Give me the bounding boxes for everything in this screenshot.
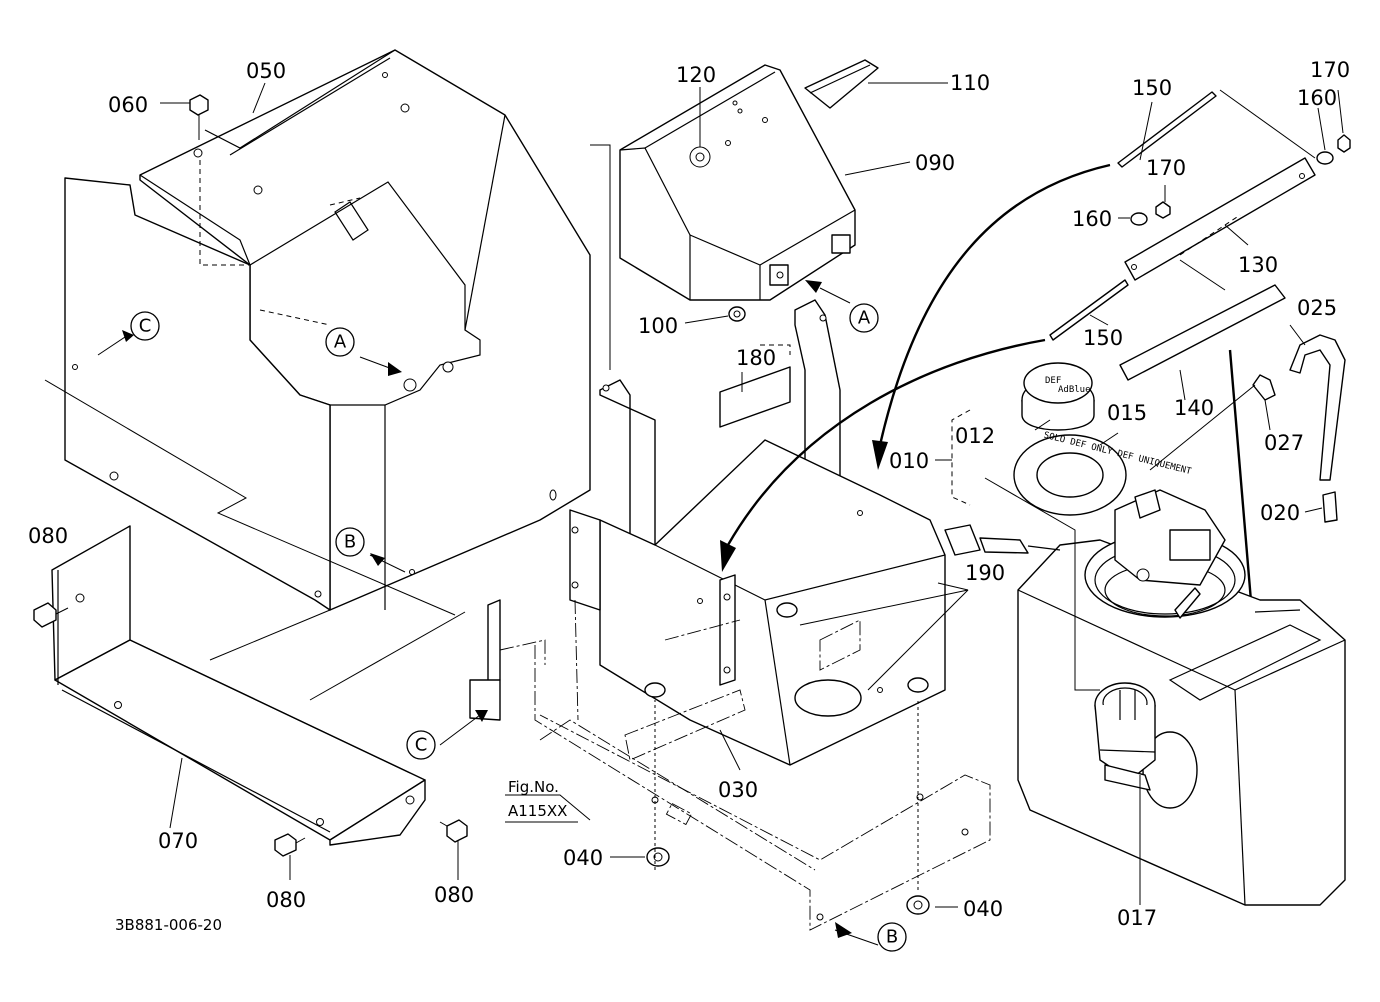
callout-170-right: 170 [1310,58,1350,82]
svg-text:A: A [858,308,871,329]
drawing-number: 3B881-006-20 [115,916,222,934]
cover-050 [64,49,591,611]
callout-060: 060 [108,93,148,117]
bolt-080-mid [274,833,306,857]
label-180 [719,366,791,428]
pad-140 [1119,284,1286,381]
callout-017: 017 [1117,906,1157,930]
cap-text: DEF [1045,376,1061,386]
callout-150-upper: 150 [1132,76,1172,100]
svg-text:B: B [886,927,898,948]
callout-160-right: 160 [1297,86,1337,110]
callout-190: 190 [965,561,1005,585]
callout-070: 070 [158,829,198,853]
nut-040 [646,700,930,915]
nut-100 [728,306,746,322]
pad-110 [804,59,879,109]
callout-180: 180 [736,346,776,370]
bumper-190 [644,602,929,698]
callout-120: 120 [676,63,716,87]
ref-C-upper: C [130,311,160,341]
cap-subtext: AdBlue [1058,385,1091,395]
svg-text:C: C [415,735,428,756]
svg-text:C: C [139,316,152,337]
svg-text:A: A [334,332,347,353]
leader-lines [160,82,1344,908]
callout-015: 015 [1107,401,1147,425]
callout-150-lower: 150 [1083,326,1123,350]
callout-080-left: 080 [28,524,68,548]
bolt-080-right [439,819,468,843]
ref-B-upper: B [335,527,365,557]
callout-030: 030 [718,778,758,802]
callout-090: 090 [915,151,955,175]
callout-110: 110 [950,71,990,95]
plate-070 [51,525,426,846]
tank-017 [1017,489,1346,906]
callout-170-mid: 170 [1146,156,1186,180]
callout-100: 100 [638,314,678,338]
callout-080-right: 080 [434,883,474,907]
svg-text:B: B [344,532,356,553]
figure-ref-line2: A115XX [508,802,567,820]
callout-140: 140 [1174,396,1214,420]
callout-027: 027 [1264,431,1304,455]
callout-020: 020 [1260,501,1300,525]
ref-C-lower: C [406,730,436,760]
figure-ref-line1: Fig.No. [508,778,559,796]
callout-040-right: 040 [963,897,1003,921]
strap-130 [1124,157,1316,281]
nut-170 [1155,134,1351,219]
bracket-030 [569,299,946,766]
callout-130: 130 [1238,253,1278,277]
callout-080-mid: 080 [266,888,306,912]
hose-025 [1289,334,1346,481]
callout-050: 050 [246,59,286,83]
callout-025: 025 [1297,296,1337,320]
ref-A-right: A [849,303,879,333]
ref-A-left: A [325,327,355,357]
washer-160 [1130,151,1334,226]
callout-160-left: 160 [1072,207,1112,231]
ref-B-lower: B [877,922,907,952]
callout-010: 010 [889,449,929,473]
bolt-080-left [33,602,69,628]
sensor-connector [944,524,1061,556]
callout-012: 012 [955,424,995,448]
cover-090 [619,64,856,301]
callout-040-left: 040 [563,846,603,870]
clip-027 [1252,374,1276,401]
bolt-060 [189,94,209,140]
fitting-020 [1322,491,1338,523]
cap-012: DEF AdBlue [1021,362,1095,431]
